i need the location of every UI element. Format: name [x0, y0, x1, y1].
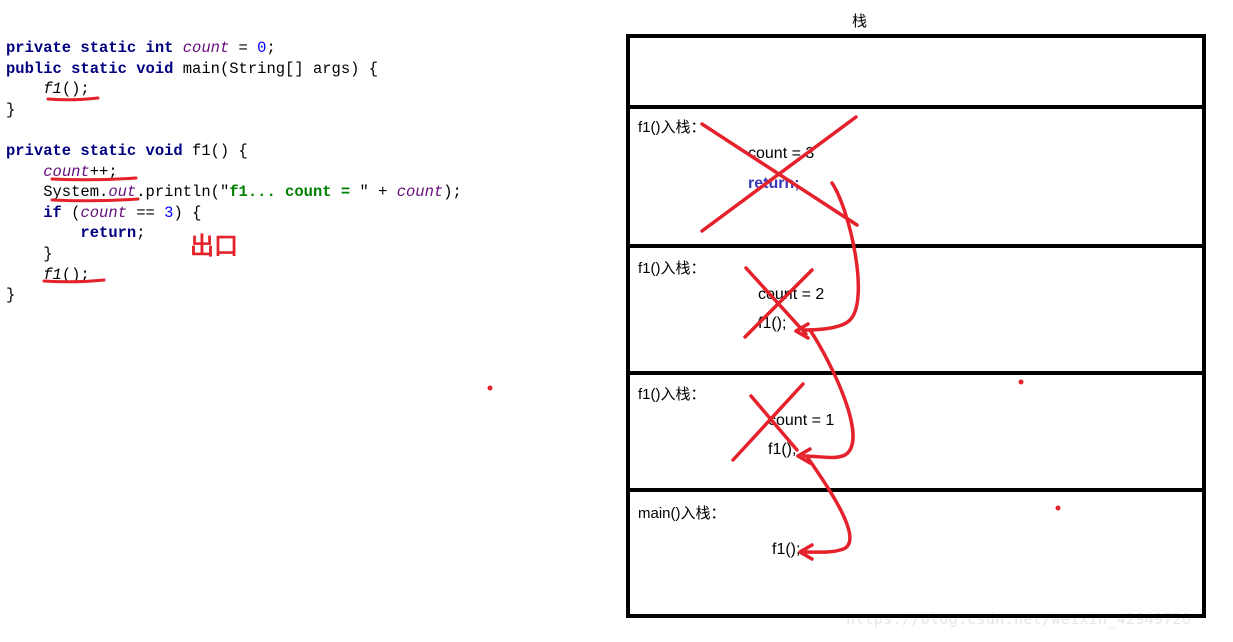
code-token: return	[80, 224, 137, 243]
frame-count-text: count = 1	[768, 412, 835, 429]
code-token: f1	[43, 80, 62, 99]
code-token: ++;	[89, 162, 118, 181]
code-token: count	[43, 162, 90, 181]
return-arrow	[802, 328, 855, 460]
stack-dividers	[628, 105, 1204, 492]
code-token: ();	[61, 265, 90, 284]
code-token: count	[396, 183, 444, 202]
underline-mark	[42, 278, 106, 284]
underline-mark	[50, 176, 138, 182]
code-token: main(String[] args) {	[182, 59, 379, 78]
code-line: return;	[6, 223, 462, 244]
code-token: count	[182, 39, 230, 57]
frame-call-text: f1();	[772, 541, 801, 558]
frame-label: f1()入栈：	[638, 386, 706, 403]
cross-mark	[731, 382, 805, 462]
code-token: out	[108, 183, 137, 202]
return-arrows	[794, 181, 861, 561]
code-token: 0	[257, 39, 267, 57]
code-token: if	[43, 203, 62, 222]
stack-title: 栈	[852, 12, 868, 30]
exit-label: 出口	[190, 232, 238, 260]
code-token: }	[6, 286, 16, 305]
code-line: f1();	[6, 265, 462, 286]
code-token: ;	[266, 39, 276, 57]
code-token: 3	[164, 203, 174, 222]
code-token: count	[80, 203, 127, 222]
code-token: private static int	[6, 39, 183, 57]
code-token: }	[6, 100, 16, 119]
code-token: public static void	[6, 59, 183, 78]
return-arrow	[801, 181, 861, 332]
frame-label: f1()入栈：	[638, 260, 706, 277]
code-line: private static void f1() {	[6, 141, 462, 162]
code-token: private static void	[6, 141, 193, 160]
arrow-head	[794, 322, 810, 340]
frame-label: f1()入栈：	[638, 119, 706, 136]
code-token: .println("	[136, 183, 230, 202]
code-token: (	[61, 203, 81, 222]
code-token: System.	[6, 183, 109, 202]
arrow-head	[798, 543, 814, 561]
code-line: }	[6, 244, 462, 265]
code-token: f1	[43, 265, 62, 284]
code-line: public static void main(String[] args) {	[6, 59, 462, 80]
code-token: ();	[61, 80, 90, 99]
code-line: f1();	[6, 79, 462, 100]
code-token: f1() {	[192, 141, 248, 160]
frame-label: main()入栈：	[638, 505, 726, 522]
frame-call-text: f1();	[768, 441, 797, 458]
code-token: f1... count =	[229, 183, 360, 202]
code-token: ==	[126, 203, 165, 222]
stack-box	[626, 34, 1206, 618]
arrow-head	[796, 447, 812, 465]
code-token: }	[6, 244, 53, 263]
code-line: private static int count = 0;	[6, 38, 462, 59]
underline-mark	[50, 197, 140, 203]
stray-dots	[487, 379, 1061, 511]
code-token: ;	[136, 224, 146, 243]
frame-count-text: count = 3	[748, 145, 815, 162]
code-token: " +	[359, 183, 397, 202]
code-line: if (count == 3) {	[6, 203, 462, 224]
code-line: }	[6, 285, 462, 306]
code-token: );	[443, 183, 462, 202]
code-token: =	[229, 39, 258, 57]
code-line: }	[6, 100, 462, 121]
code-line: count++;	[6, 162, 462, 183]
return-arrow	[804, 456, 852, 554]
underline-mark	[46, 96, 100, 102]
code-panel: private static int count = 0;public stat…	[6, 38, 462, 306]
cross-mark	[743, 266, 814, 339]
popped-frame-crosses	[700, 115, 859, 462]
code-line: System.out.println("f1... count = " + co…	[6, 182, 462, 203]
code-underlines	[42, 96, 140, 284]
cross-mark	[700, 115, 859, 233]
code-token: ) {	[173, 203, 202, 222]
